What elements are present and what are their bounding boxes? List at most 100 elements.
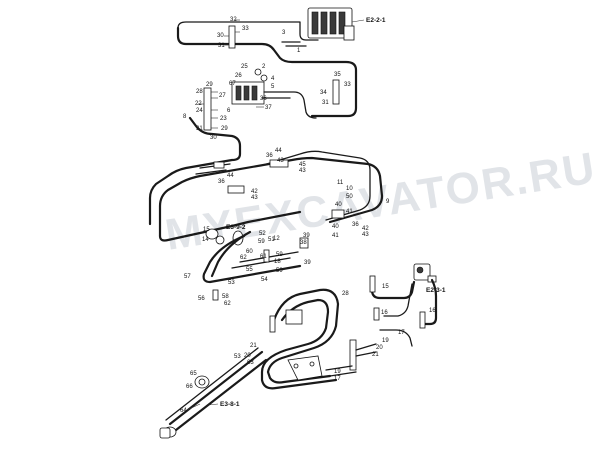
- label-20: 20: [376, 345, 383, 351]
- label-56: 56: [198, 296, 205, 302]
- label-16: 16: [429, 308, 436, 314]
- ref-e2-2-1: E2-2-1: [366, 17, 386, 24]
- label-59c: 59: [276, 268, 283, 274]
- label-59b: 59: [276, 252, 283, 258]
- clamp-boom-right: [349, 339, 357, 371]
- label-45: 45: [299, 162, 306, 168]
- boom-pipe-loop: [266, 288, 340, 384]
- label-33: 33: [242, 26, 249, 32]
- label-24: 24: [196, 108, 203, 114]
- label-15b: 15: [382, 284, 389, 290]
- label-23: 23: [220, 116, 227, 122]
- ref-e3-9-2: E3-9-2: [226, 224, 246, 231]
- fitting-42: [227, 185, 245, 194]
- label-21: 21: [372, 352, 379, 358]
- label-57: 57: [184, 274, 191, 280]
- clamp-39: [299, 237, 309, 249]
- fitting-44: [269, 159, 289, 168]
- label-28b: 28: [342, 291, 349, 297]
- label-50: 50: [346, 194, 353, 200]
- label-62: 62: [240, 255, 247, 261]
- label-66: 66: [186, 384, 193, 390]
- clamp-32: [228, 25, 236, 49]
- label-38: 38: [300, 240, 307, 246]
- label-22: 22: [195, 101, 202, 107]
- ref-e2-3-1: E2-3-1: [426, 287, 446, 294]
- label-36: 36: [260, 96, 267, 102]
- label-30: 30: [217, 33, 224, 39]
- clamp-35: [332, 79, 340, 105]
- label-41b: 41: [332, 233, 339, 239]
- fitting-6: [213, 161, 225, 169]
- clamp-58: [212, 289, 219, 301]
- fitting-40: [331, 209, 345, 219]
- label-2: 2: [262, 64, 266, 70]
- label-36d: 36: [352, 222, 359, 228]
- label-43b: 43: [299, 168, 306, 174]
- label-42: 42: [251, 189, 258, 195]
- label-51: 51: [268, 237, 275, 243]
- label-60: 60: [246, 249, 253, 255]
- label-3: 3: [282, 30, 286, 36]
- label-27: 27: [219, 93, 226, 99]
- middle-pipe-loop-outer: [148, 116, 242, 226]
- label-37: 37: [265, 105, 272, 111]
- ring-13: [205, 228, 219, 240]
- clamp-16b: [373, 307, 380, 321]
- boom-plate: [287, 355, 323, 381]
- label-18: 18: [274, 259, 281, 265]
- label-65: 65: [190, 371, 197, 377]
- label-40: 40: [335, 202, 342, 208]
- label-54: 54: [261, 277, 268, 283]
- label-16b: 16: [381, 310, 388, 316]
- clamp-15: [369, 275, 376, 293]
- bracket-28: [285, 309, 303, 325]
- label-21b: 21: [250, 343, 257, 349]
- label-43c: 43: [251, 195, 258, 201]
- label-59: 59: [258, 239, 265, 245]
- label-29b: 29: [221, 126, 228, 132]
- control-valve: [307, 7, 355, 41]
- long-pipe-upper: [174, 358, 268, 432]
- top-pipe-loop: [176, 26, 358, 118]
- lower-left-pipe: [202, 234, 302, 284]
- label-34: 34: [320, 90, 327, 96]
- label-26: 26: [235, 73, 242, 79]
- right-pipe-loop: [370, 278, 416, 300]
- clamp-59: [263, 249, 270, 263]
- label-42b: 42: [362, 226, 369, 232]
- clamp-boom-left: [269, 315, 276, 333]
- label-9: 9: [386, 199, 390, 205]
- label-43d: 43: [362, 232, 369, 238]
- label-53: 53: [228, 280, 235, 286]
- label-10: 10: [346, 186, 353, 192]
- label-19: 19: [382, 338, 389, 344]
- label-30b: 30: [210, 135, 217, 141]
- label-39: 39: [303, 233, 310, 239]
- label-36c: 36: [218, 179, 225, 185]
- label-52: 52: [259, 231, 266, 237]
- long-pipe-lower: [168, 350, 264, 426]
- label-39b: 39: [304, 260, 311, 266]
- label-41: 41: [346, 209, 353, 215]
- label-67: 67: [229, 81, 236, 87]
- label-64: 64: [180, 408, 187, 414]
- label-32: 32: [230, 17, 237, 23]
- label-17b: 17: [334, 376, 341, 382]
- label-40b: 40: [332, 224, 339, 230]
- label-31b: 31: [322, 100, 329, 106]
- label-6: 6: [227, 108, 231, 114]
- label-35: 35: [334, 72, 341, 78]
- label-53b: 53: [234, 354, 241, 360]
- label-31: 31: [218, 43, 225, 49]
- label-61: 61: [260, 254, 267, 260]
- label-62b: 62: [224, 301, 231, 307]
- ring-65: [194, 375, 210, 389]
- ring-14: [215, 235, 225, 245]
- middle-pipe-loop-inner: [158, 156, 384, 238]
- label-8: 8: [183, 114, 187, 120]
- label-33b: 33: [344, 82, 351, 88]
- label-11: 11: [337, 180, 344, 186]
- label-43: 43: [277, 158, 284, 164]
